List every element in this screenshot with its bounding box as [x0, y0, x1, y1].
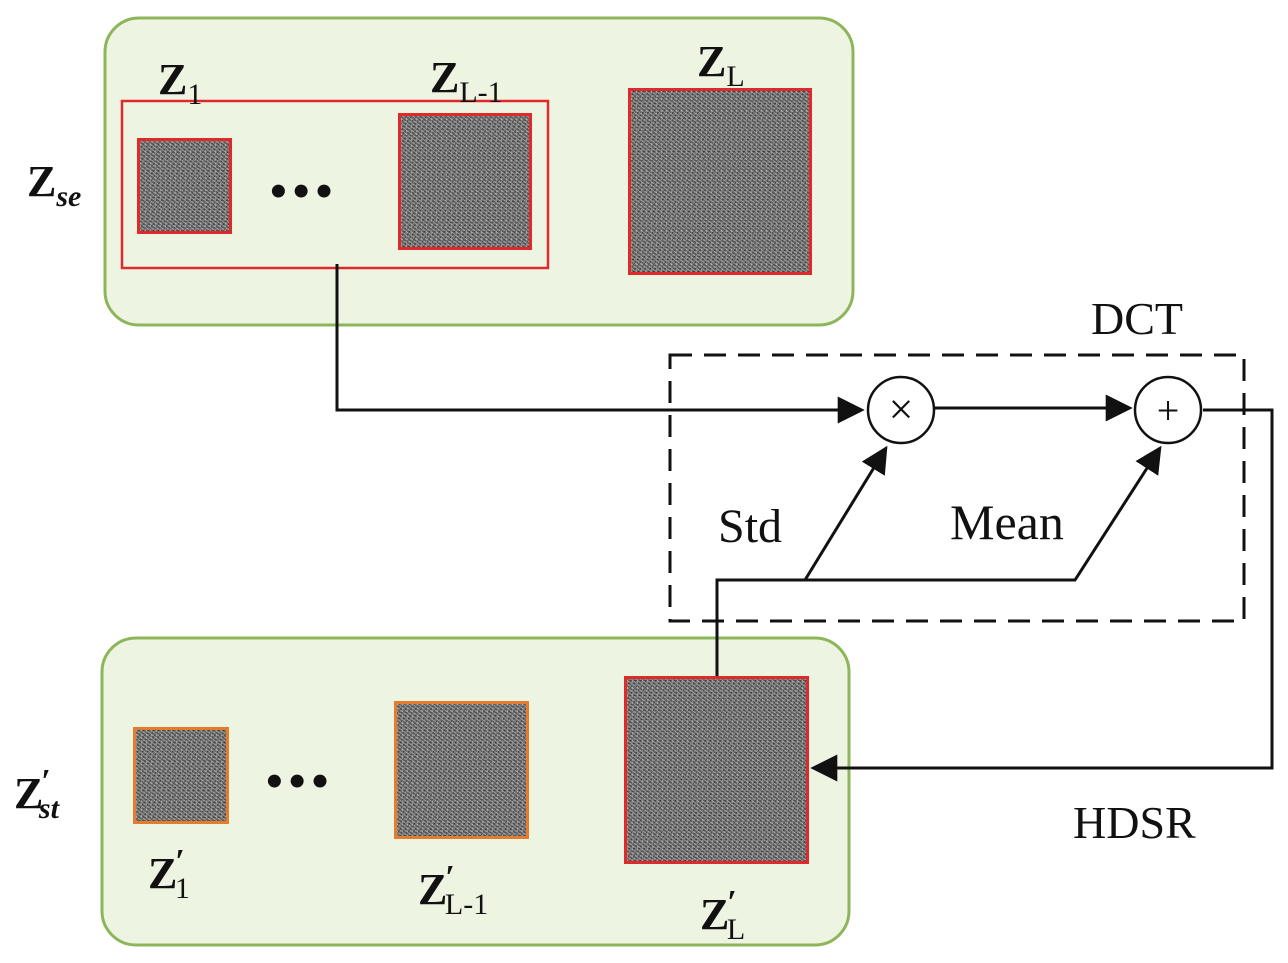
- top-group-label: Zse: [27, 157, 82, 213]
- connector-mean-to-add: [805, 445, 1162, 582]
- mean-label: Mean: [950, 494, 1064, 550]
- connector-add-to-bottom-zl: [810, 408, 1274, 782]
- dct-box: [668, 353, 1246, 623]
- add-node: [1133, 375, 1203, 445]
- top-group-frame: [120, 99, 550, 270]
- top-label-zl-1: ZL-1: [430, 53, 503, 109]
- bottom-group-label: Z′st: [14, 763, 59, 825]
- multiply-symbol: ×: [889, 385, 914, 434]
- top-ellipsis: •••: [270, 165, 339, 218]
- bottom-tile-z1: [133, 727, 229, 824]
- top-label-z1: Z1: [158, 55, 203, 111]
- connector-zl-to-split: [715, 578, 805, 683]
- top-label-zl: ZL: [697, 37, 745, 93]
- std-label: Std: [718, 500, 783, 553]
- connector-top-to-multiply: [335, 264, 865, 424]
- bottom-label-zl-1: Z′L-1: [418, 859, 489, 921]
- top-tile-zl-1: [398, 113, 532, 250]
- top-tile-z1: [137, 138, 232, 234]
- top-tile-zl: [628, 88, 812, 275]
- bottom-tile-zl-1: [394, 701, 529, 839]
- bottom-label-zl: Z′L: [700, 884, 746, 946]
- bottom-label-z1: Z′1: [148, 843, 190, 905]
- dct-label: DCT: [1091, 293, 1183, 344]
- multiply-node: [866, 375, 936, 445]
- connector-std-to-multiply: [803, 445, 888, 581]
- bottom-ellipsis: •••: [266, 755, 335, 808]
- hdsr-label: HDSR: [1073, 797, 1196, 848]
- bottom-tile-zl: [624, 676, 809, 864]
- add-symbol: +: [1157, 388, 1180, 433]
